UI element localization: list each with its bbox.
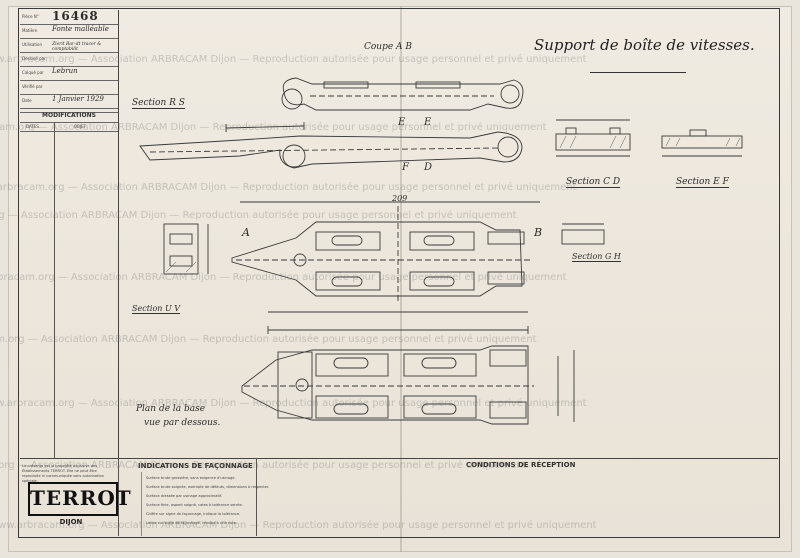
plan-base-line2: vue par dessous. xyxy=(144,418,221,428)
tolerance-row: Lettre sur signe de façonnage, renvoie à… xyxy=(146,521,238,525)
watermark: www.arbracam.org — Association ARBRACAM … xyxy=(0,460,527,471)
divider xyxy=(256,458,257,536)
watermark: www.arbracam.org — Association ARBRACAM … xyxy=(0,272,567,283)
section-mark-b: B xyxy=(534,226,543,239)
terrot-logo: TERROT xyxy=(28,482,131,516)
title-row: Pièce N° 16468 xyxy=(20,9,118,25)
watermark: www.arbracam.org — Association ARBRACAM … xyxy=(0,210,517,221)
drawing-frame xyxy=(18,8,780,538)
section-mark-e2: E xyxy=(424,117,432,128)
divider xyxy=(54,122,55,458)
drawing-title: Support de boîte de vitesses. xyxy=(534,36,755,54)
watermark: www.arbracam.org — Association ARBRACAM … xyxy=(0,520,597,531)
mod-col-date: DATES xyxy=(26,124,39,129)
bottom-band xyxy=(20,458,778,537)
row-label: Utilisation xyxy=(22,42,43,47)
section-rs-label: Section R S xyxy=(132,98,185,109)
section-mark-a: A xyxy=(242,226,250,239)
row-label: Date xyxy=(22,98,32,103)
divider xyxy=(141,472,142,536)
title-row: Dessiné par xyxy=(20,52,118,67)
indications-title: INDICATIONS DE FAÇONNAGE xyxy=(138,462,253,470)
tolerance-row: Surface finie, aspect soigné, cotes à to… xyxy=(146,503,243,507)
watermark: www.arbracam.org — Association ARBRACAM … xyxy=(0,122,547,133)
row-label: Calqué par xyxy=(22,70,44,75)
tolerance-row: Surface brute soignée, exempte de défaut… xyxy=(146,485,270,489)
mod-col-object: OBJET xyxy=(74,124,87,129)
divider xyxy=(20,131,118,132)
title-row: Date 1 Janvier 1929 xyxy=(20,94,118,109)
overall-dimension: 209 xyxy=(392,194,408,203)
date-value: 1 Janvier 1929 xyxy=(52,95,104,103)
traced-by-value: Lebrun xyxy=(52,67,78,75)
logo-city: DIJON xyxy=(59,518,83,526)
section-ef-label: Section E F xyxy=(676,177,729,188)
row-label: Pièce N° xyxy=(22,14,39,19)
title-row: Matière Fonte malléable xyxy=(20,24,118,39)
tolerance-row: Chiffre sur signe de façonnage, indique … xyxy=(146,512,241,516)
part-number: 16468 xyxy=(52,9,99,23)
watermark: www.arbracam.org — Association ARBRACAM … xyxy=(0,182,577,193)
section-mark-f: F xyxy=(402,162,409,173)
section-mark-e1: E xyxy=(398,117,406,128)
fold-crease xyxy=(400,6,402,552)
section-mark-d: D xyxy=(424,162,433,173)
reception-title: CONDITIONS DE RÉCEPTION xyxy=(466,461,576,469)
section-gh-label: Section G H xyxy=(572,252,621,262)
divider xyxy=(20,122,118,123)
title-underline xyxy=(590,72,686,73)
title-row: Vérifié par xyxy=(20,80,118,95)
modifications-title: MODIFICATIONS xyxy=(42,112,96,119)
divider xyxy=(118,458,119,536)
tolerance-row: Surface brute grossière, sans exigence d… xyxy=(146,476,236,480)
title-row: Calqué par Lebrun xyxy=(20,66,118,81)
material-value: Fonte malléable xyxy=(52,25,109,33)
tolerance-row: Surface dressée par usinage approximatif… xyxy=(146,494,223,498)
watermark: www.arbracam.org — Association ARBRACAM … xyxy=(0,334,537,345)
watermark: www.arbracam.org — Association ARBRACAM … xyxy=(0,398,587,409)
usage-value: Zlerit Bar-dt tracer & comptabilit xyxy=(52,42,102,52)
title-row: Utilisation Zlerit Bar-dt tracer & compt… xyxy=(20,38,118,53)
legal-notice: La présente est la propriété exclusive d… xyxy=(22,464,104,483)
section-uv-label: Section U V xyxy=(132,304,181,314)
title-row xyxy=(20,108,118,113)
plan-base-line1: Plan de la base xyxy=(136,404,206,414)
section-cd-label: Section C D xyxy=(566,177,621,188)
row-label: Dessiné par xyxy=(22,56,46,61)
drawing-sheet xyxy=(8,6,792,552)
watermark: www.arbracam.org — Association ARBRACAM … xyxy=(0,54,587,65)
row-label: Vérifié par xyxy=(22,84,43,89)
title-block: Pièce N° 16468 Matière Fonte malléable U… xyxy=(20,9,119,458)
row-label: Matière xyxy=(22,28,38,33)
coupe-ab-label: Coupe A B xyxy=(364,42,413,52)
